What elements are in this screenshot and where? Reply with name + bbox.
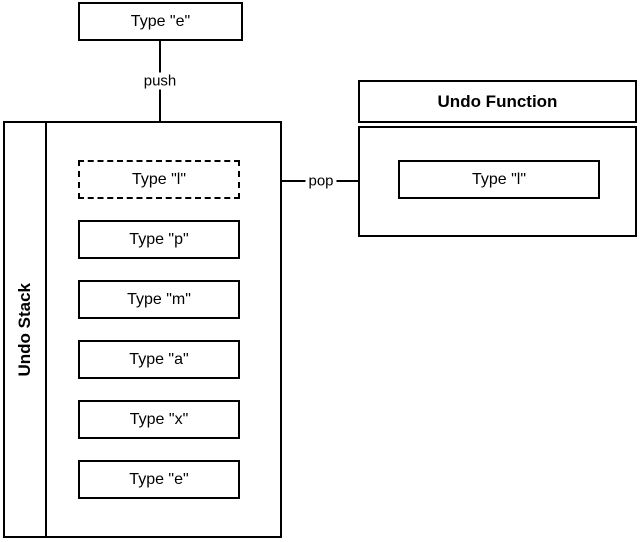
undo-stack-title-lane: Undo Stack [5, 123, 47, 536]
undo-function-body: Type "l" [358, 126, 637, 237]
pop-arrow-label: pop [305, 172, 337, 190]
stack-item-label: Type "m" [127, 290, 191, 308]
stack-item-label: Type "x" [129, 410, 189, 428]
stack-item: Type "m" [78, 280, 240, 319]
stack-item-label: Type "e" [129, 470, 189, 488]
stack-item: Type "x" [78, 400, 240, 439]
stack-item-label: Type "a" [129, 350, 189, 368]
input-event-box: Type "e" [78, 2, 243, 41]
stack-item-label: Type "p" [129, 230, 189, 248]
undo-function-item-label: Type "l" [471, 170, 527, 188]
undo-function-title: Undo Function [437, 92, 558, 111]
stack-item: Type "a" [78, 340, 240, 379]
stack-item: Type "e" [78, 460, 240, 499]
undo-stack-title: Undo Stack [15, 282, 34, 377]
stack-item-popped: Type "l" [78, 160, 240, 199]
undo-function-header: Undo Function [358, 80, 637, 123]
input-event-label: Type "e" [130, 12, 191, 30]
undo-stack-container: Undo Stack Type "l" Type "p" Type "m" Ty… [3, 121, 282, 538]
undo-function-item: Type "l" [398, 160, 600, 199]
stack-item: Type "p" [78, 220, 240, 259]
push-arrow-label: push [140, 72, 180, 90]
stack-item-label: Type "l" [131, 170, 187, 188]
